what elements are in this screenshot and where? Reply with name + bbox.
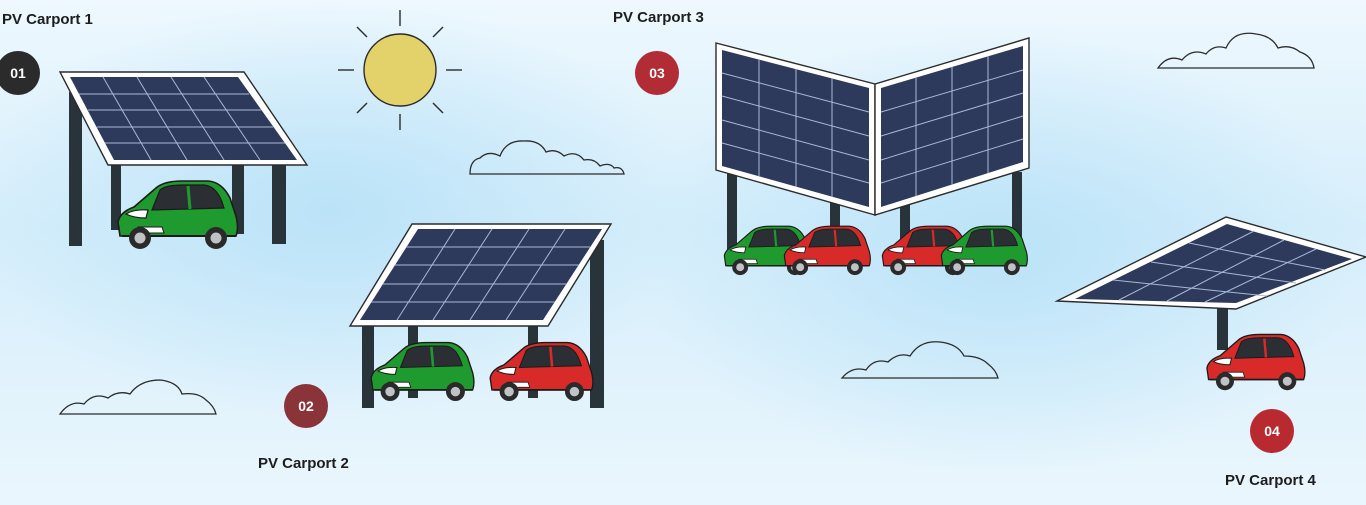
carport-3-label: PV Carport 3 xyxy=(613,9,704,26)
carport-2-number-badge: 02 xyxy=(284,384,328,428)
sun-icon xyxy=(338,10,462,130)
electric-car-icon xyxy=(116,179,239,251)
carport-4-label: PV Carport 4 xyxy=(1225,472,1316,489)
carport-1 xyxy=(58,71,309,251)
carport-4 xyxy=(1054,216,1366,392)
carport-3 xyxy=(715,37,1030,277)
carport-1-number-badge: 01 xyxy=(0,51,40,95)
cloud-icon xyxy=(1156,32,1315,69)
carport-4-number-badge: 04 xyxy=(1250,409,1294,453)
carport-1-label: PV Carport 1 xyxy=(2,11,93,28)
carport-post xyxy=(69,92,286,246)
solar-panel-icon xyxy=(58,71,309,166)
carport-2-label: PV Carport 2 xyxy=(258,455,349,472)
carport-post xyxy=(1217,300,1228,350)
electric-car-icon xyxy=(488,341,595,403)
carport-3-number-badge: 03 xyxy=(635,51,679,95)
cloud-icon xyxy=(469,140,625,175)
electric-car-icon xyxy=(369,341,476,403)
carport-post xyxy=(727,172,1022,258)
cloud-icon xyxy=(840,341,999,379)
solar-panel-icon xyxy=(1054,216,1366,310)
carport-2 xyxy=(348,223,613,408)
solar-panel-icon xyxy=(348,223,613,327)
cloud-icon xyxy=(58,379,217,415)
solar-panel-icon xyxy=(715,37,1030,216)
